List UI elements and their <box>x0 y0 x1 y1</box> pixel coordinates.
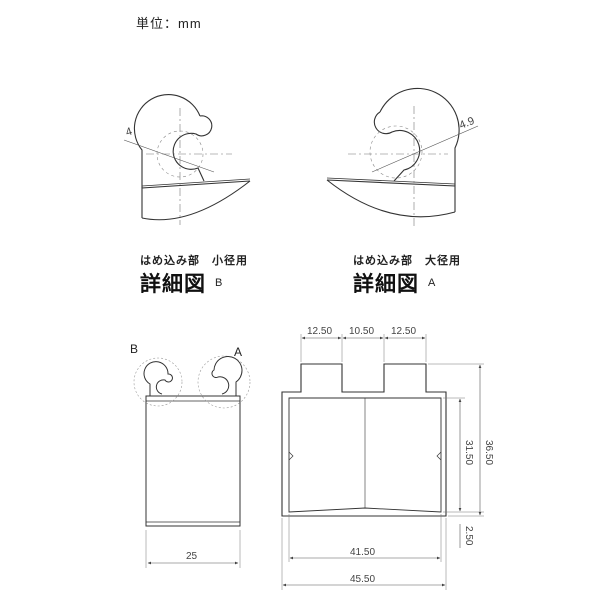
detail-b-dim-label: 4 <box>124 126 134 139</box>
side-view-circle-b <box>133 357 183 407</box>
detail-a-drawing <box>326 87 479 226</box>
detail-b-circle <box>156 130 204 178</box>
dim-top-1: 12.50 <box>307 326 332 337</box>
dim-top-3: 12.50 <box>391 326 416 337</box>
front-view-notch-right <box>436 451 442 461</box>
front-view-dimensions <box>281 334 484 590</box>
side-width-dim-label: 25 <box>186 551 198 562</box>
detail-a-dim-line <box>371 125 479 173</box>
dim-bottom-thickness: 2.50 <box>463 526 474 546</box>
detail-a-caption-small: はめ込み部 大径用 <box>353 255 461 267</box>
front-view-outer-profile <box>281 363 447 517</box>
detail-a-body-top <box>326 179 456 212</box>
detail-b-hook-outer <box>133 94 201 188</box>
dim-inner-height: 31.50 <box>463 440 474 465</box>
detail-b-hook-inner <box>172 115 213 182</box>
unit-label: 単位：mm <box>136 16 202 31</box>
front-view <box>281 363 447 517</box>
side-view-label-b: B <box>130 342 138 356</box>
detail-b-dim-line <box>123 139 215 173</box>
dim-outer-height: 36.50 <box>483 440 494 465</box>
detail-b-caption-small: はめ込み部 小径用 <box>140 255 248 267</box>
detail-a-seat-line <box>326 177 456 185</box>
detail-a-body-arc <box>326 179 456 218</box>
side-view-hook-b <box>143 361 173 396</box>
detail-b-letter: B <box>215 277 223 289</box>
side-view <box>133 355 251 568</box>
side-view-circle-a <box>197 355 251 409</box>
detail-a-hook-outer <box>379 87 460 186</box>
dim-inner-width: 41.50 <box>350 547 375 558</box>
front-view-notch-left <box>288 451 294 461</box>
detail-b-seat-line <box>141 178 251 187</box>
side-view-label-a: A <box>234 345 242 359</box>
side-view-body <box>145 395 241 527</box>
dim-outer-width: 45.50 <box>350 574 375 585</box>
detail-b-caption-title: 詳細図 <box>140 273 206 296</box>
detail-b-drawing <box>123 94 251 225</box>
detail-a-caption-title: 詳細図 <box>353 273 419 296</box>
detail-a-hook-inner <box>373 111 421 182</box>
dim-top-2: 10.50 <box>349 326 374 337</box>
detail-a-dim-label: 4.9 <box>458 115 477 132</box>
side-view-hook-a <box>211 356 243 396</box>
detail-a-letter: A <box>428 277 436 289</box>
detail-a-circle <box>369 125 423 179</box>
detail-b-body-arc <box>141 180 251 221</box>
front-view-inner-profile <box>288 397 442 513</box>
